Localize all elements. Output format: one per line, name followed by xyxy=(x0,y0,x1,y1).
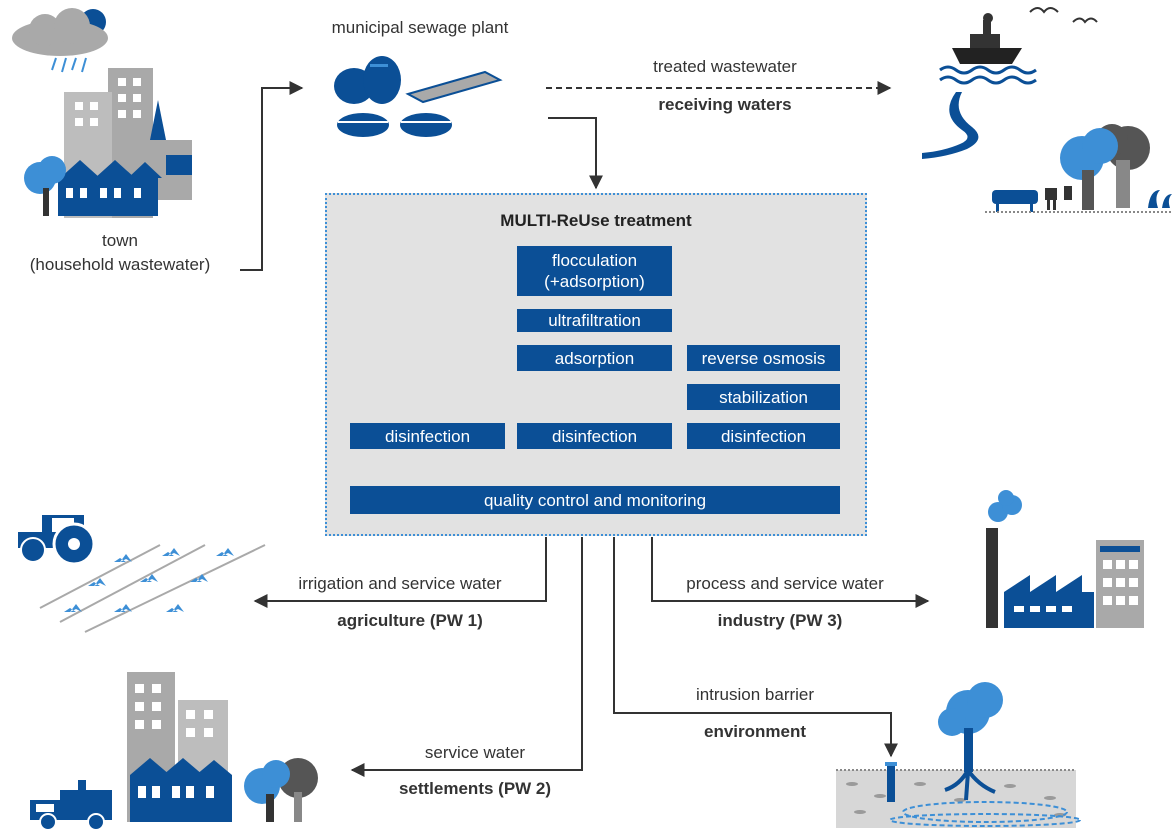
disinfection-box-left: disinfection xyxy=(350,423,505,449)
treated-wastewater-label: treated wastewater xyxy=(653,57,797,76)
well-icon xyxy=(885,762,897,802)
birds-icon xyxy=(1029,7,1098,24)
agriculture-target-label: agriculture (PW 1) xyxy=(337,611,483,630)
environment-target-label: environment xyxy=(703,722,807,741)
disinfection-box-mid: disinfection xyxy=(517,423,672,449)
arrow-to-settlements xyxy=(350,537,583,777)
agriculture-use-label: irrigation and service water xyxy=(298,574,502,593)
river-icon xyxy=(922,92,979,159)
sewage-plant-icon xyxy=(334,56,503,137)
environment-use-label: intrusion barrier xyxy=(695,685,815,704)
industry-use-label: process and service water xyxy=(686,574,884,593)
treatment-title: MULTI-ReUse treatment xyxy=(500,211,692,230)
quality-control-box: quality control and monitoring xyxy=(350,486,840,514)
arrow-to-agriculture xyxy=(253,537,547,608)
flocculation-sub-label: (+adsorption) xyxy=(544,272,645,291)
arrow-plant-to-treatment xyxy=(548,117,603,190)
town-sublabel: (household wastewater) xyxy=(29,255,211,274)
ultrafiltration-box: ultrafiltration xyxy=(517,309,672,332)
settlements-target-label: settlements (PW 2) xyxy=(398,779,552,798)
trees-icon xyxy=(1060,124,1150,210)
settlements-use-label: service water xyxy=(424,743,526,762)
town-label: town xyxy=(102,231,138,250)
factory-icon xyxy=(986,490,1144,628)
settlement-buildings-icon xyxy=(127,672,318,822)
rain-cloud-icon xyxy=(12,8,108,73)
crops-icon xyxy=(39,544,266,633)
reverse-osmosis-box: reverse osmosis xyxy=(687,345,840,371)
arrow-to-environment xyxy=(613,537,898,758)
arrow-town-to-plant xyxy=(240,81,304,271)
animals-icon xyxy=(985,186,1172,213)
disinfection-box-right: disinfection xyxy=(687,423,840,449)
stabilization-box: stabilization xyxy=(687,384,840,410)
town-icon xyxy=(24,68,192,218)
groundwater-tree-icon xyxy=(836,682,1081,828)
adsorption-box: adsorption xyxy=(517,345,672,371)
industry-target-label: industry (PW 3) xyxy=(717,611,843,630)
ship-icon xyxy=(939,13,1037,85)
flocculation-label: flocculation xyxy=(551,251,638,270)
truck-icon xyxy=(30,780,112,831)
receiving-waters-label: receiving waters xyxy=(658,95,792,114)
flocculation-box: flocculation (+adsorption) xyxy=(517,246,672,296)
arrow-to-industry xyxy=(651,537,930,608)
plant-label: municipal sewage plant xyxy=(331,18,509,37)
tractor-icon xyxy=(18,515,96,566)
